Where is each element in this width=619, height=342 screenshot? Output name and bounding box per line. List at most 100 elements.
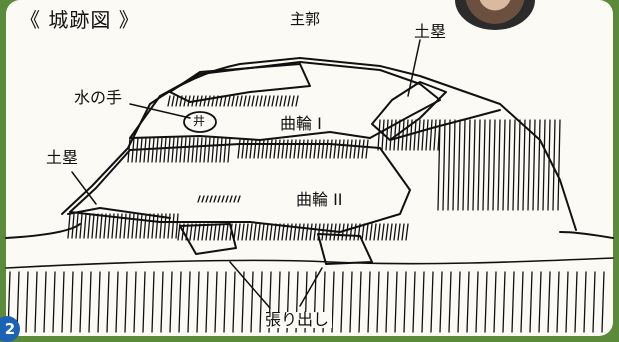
bedrock-hatch — [70, 271, 74, 333]
slope-hatch — [389, 223, 393, 241]
slope-hatch — [155, 213, 159, 239]
slope-hatch — [139, 213, 143, 239]
slope-hatch — [99, 213, 103, 239]
bedrock-hatch — [61, 271, 65, 333]
bedrock-hatch — [574, 271, 578, 333]
slope-hatch — [349, 223, 353, 241]
bedrock-hatch — [448, 271, 452, 333]
slope-hatch — [227, 95, 231, 107]
slope-hatch — [249, 139, 253, 159]
slope-hatch — [397, 119, 401, 151]
slope-hatch — [547, 119, 551, 211]
bedrock-hatch — [403, 271, 407, 333]
label-shukaku: 主郭 — [290, 10, 321, 28]
slope-hatch — [239, 95, 243, 107]
bedrock-hatch — [43, 271, 47, 333]
slope-hatch — [221, 223, 225, 241]
slope-hatch — [199, 137, 203, 163]
slope-hatch — [261, 223, 265, 241]
slope-hatch — [209, 195, 213, 203]
bedrock-hatch — [412, 271, 416, 333]
slope-hatch — [389, 119, 393, 151]
bedrock-hatch — [394, 271, 398, 333]
slope-hatch — [195, 137, 199, 163]
slope-hatch — [313, 223, 317, 241]
slope-hatch — [167, 95, 171, 107]
slope-hatch — [265, 223, 269, 241]
slope-hatch — [189, 223, 193, 241]
slope-hatch — [187, 137, 191, 163]
slope-hatch — [309, 139, 313, 159]
slope-hatch — [313, 139, 317, 159]
slope-hatch — [159, 213, 163, 239]
slope-hatch — [83, 213, 87, 239]
slope-hatch — [175, 95, 179, 107]
slope-hatch — [219, 95, 223, 107]
slope-hatch — [215, 137, 219, 163]
bedrock-hatch — [259, 271, 263, 333]
slope-hatch — [421, 119, 425, 151]
bedrock-hatch — [214, 271, 218, 333]
slope-hatch — [291, 95, 295, 107]
slope-hatch — [95, 213, 99, 239]
slope-hatch — [381, 223, 385, 241]
slope-hatch — [413, 119, 417, 151]
slope-hatch — [289, 223, 293, 241]
slope-hatch — [517, 119, 521, 211]
bedrock-hatch — [106, 271, 110, 333]
slope-hatch — [185, 223, 189, 241]
slope-hatch — [349, 139, 353, 159]
label-kuruwa1: 曲輪 I — [280, 114, 322, 133]
slope-hatch — [79, 213, 83, 239]
slope-hatch — [155, 137, 159, 163]
slope-hatch — [143, 213, 147, 239]
slope-hatch — [472, 119, 476, 211]
slope-hatch — [237, 139, 241, 159]
slope-hatch — [329, 223, 333, 241]
slope-hatch — [295, 95, 299, 107]
bedrock-hatch — [376, 271, 380, 333]
slope-hatch — [225, 223, 229, 241]
slope-hatch — [255, 95, 259, 107]
slope-hatch — [205, 223, 209, 241]
slope-hatch — [253, 139, 257, 159]
kuruwa2-platform — [69, 143, 411, 233]
bedrock-hatch — [124, 271, 128, 333]
bedrock-hatch — [205, 271, 209, 333]
slope-hatch — [183, 137, 187, 163]
bedrock-hatch — [133, 271, 137, 333]
bedrock-hatch — [25, 271, 29, 333]
slope-hatch — [221, 195, 225, 203]
slope-hatch — [437, 119, 441, 211]
bedrock-hatch — [583, 271, 587, 333]
slope-hatch — [542, 119, 546, 211]
slope-hatch — [522, 119, 526, 211]
slope-hatch — [163, 213, 167, 239]
bedrock-hatch — [52, 271, 56, 333]
slope-hatch — [269, 223, 273, 241]
bedrock-hatch — [232, 271, 236, 333]
slope-hatch — [321, 223, 325, 241]
page-number-badge: 2 — [0, 316, 20, 342]
bedrock-hatch — [88, 271, 92, 333]
slope-hatch — [257, 223, 261, 241]
slope-hatch — [401, 119, 405, 151]
slope-hatch — [487, 119, 491, 211]
slope-hatch — [297, 223, 301, 241]
slope-hatch — [107, 213, 111, 239]
slope-hatch — [119, 213, 123, 239]
slope-hatch — [405, 119, 409, 151]
slope-hatch — [265, 139, 269, 159]
well-marker — [183, 111, 217, 133]
mizunote-pointer — [129, 103, 191, 119]
slope-hatch — [211, 95, 215, 107]
slope-hatch — [417, 119, 421, 151]
slope-hatch — [317, 139, 321, 159]
slope-hatch — [263, 95, 267, 107]
slope-hatch — [223, 137, 227, 163]
slope-hatch — [385, 223, 389, 241]
bedrock-hatch — [367, 271, 371, 333]
bedrock-hatch — [511, 271, 515, 333]
slope-hatch — [325, 139, 329, 159]
slope-hatch — [405, 223, 409, 241]
